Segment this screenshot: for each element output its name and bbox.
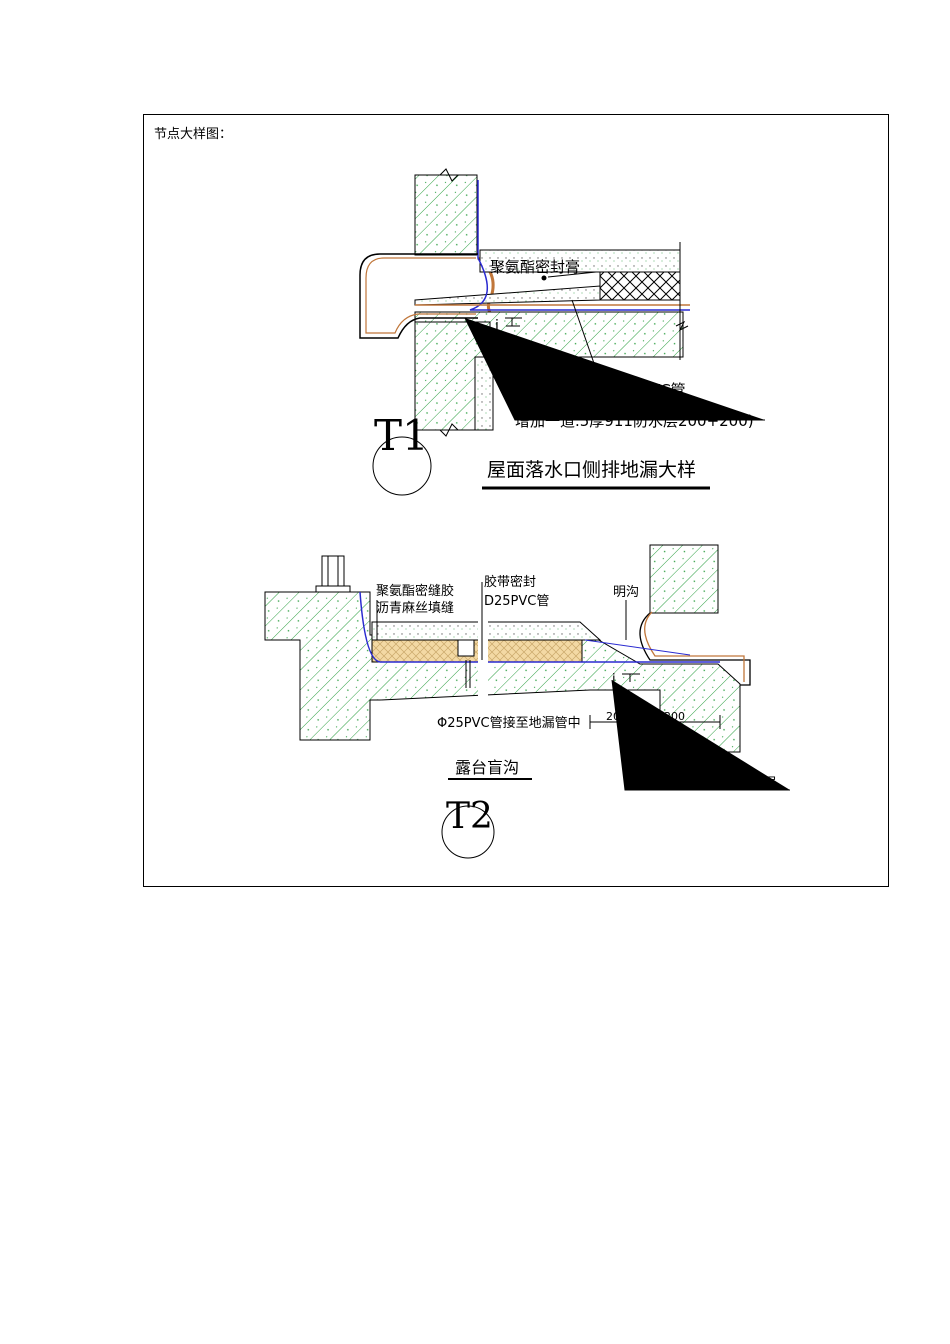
t2-label-ditch: 明沟 xyxy=(613,585,639,600)
t2-post xyxy=(321,555,345,587)
t2-tag: T2 xyxy=(446,796,493,837)
t2-leader-waterproof xyxy=(611,679,790,791)
t2-insulation-layer xyxy=(371,639,583,663)
t1-upper-wall xyxy=(414,174,478,256)
t1-slope-screed xyxy=(414,285,601,306)
t1-caption: 屋面落水口侧排地漏大样 xyxy=(487,459,696,481)
t1-slope-symbol: i xyxy=(495,318,499,334)
t2-label-d25: D25PVC管 xyxy=(484,594,549,609)
t2-drawing: i 200 200 聚氨酯密缝胶 沥青麻丝填缝 胶带密封 D25PVC管 明沟 … xyxy=(264,544,790,859)
t1-leader-waterproof xyxy=(464,317,765,421)
t1-membrane xyxy=(469,180,690,311)
t1-tag: T1 xyxy=(374,411,429,460)
t1-insulation-block xyxy=(599,271,681,301)
t2-caption: 露台盲沟 xyxy=(455,758,519,777)
t2-slope-symbol: i xyxy=(612,672,616,687)
t1-label-pipe: Φ25PVC管 xyxy=(610,381,686,399)
t2-membrane xyxy=(359,591,720,663)
t1-label-waterproof: 增加一道.5厚911防水层200+200) xyxy=(515,412,754,430)
t1-tag-circle xyxy=(372,436,432,496)
t2-label-tape: 胶带密封 xyxy=(484,574,536,590)
t1-leader-sealant xyxy=(547,271,597,278)
t1-label-sealant: 聚氨酯密封膏 xyxy=(490,258,580,276)
t1-drawing: i 聚氨酯密封膏 Φ25PVC管 增加一道.5厚911防水层200+200) T… xyxy=(359,168,765,496)
t2-label-waterproof: 增加一道1.5厚911防水层 xyxy=(627,775,777,791)
t2-label-sealant-1: 聚氨酯密缝胶 xyxy=(376,583,454,599)
t1-outlet-spout xyxy=(359,253,478,339)
t2-outlet-spout xyxy=(639,612,751,686)
t2-right-wall xyxy=(649,544,719,614)
t2-label-pipe-to-drain: Φ25PVC管接至地漏管中 xyxy=(437,715,581,731)
t2-label-sealant-2: 沥青麻丝填缝 xyxy=(376,601,454,616)
t2-tag-circle xyxy=(441,805,495,859)
t2-pvc-pipe xyxy=(457,639,475,657)
detail-frame: 节点大样图： xyxy=(143,114,889,887)
section-title: 节点大样图： xyxy=(154,127,233,142)
